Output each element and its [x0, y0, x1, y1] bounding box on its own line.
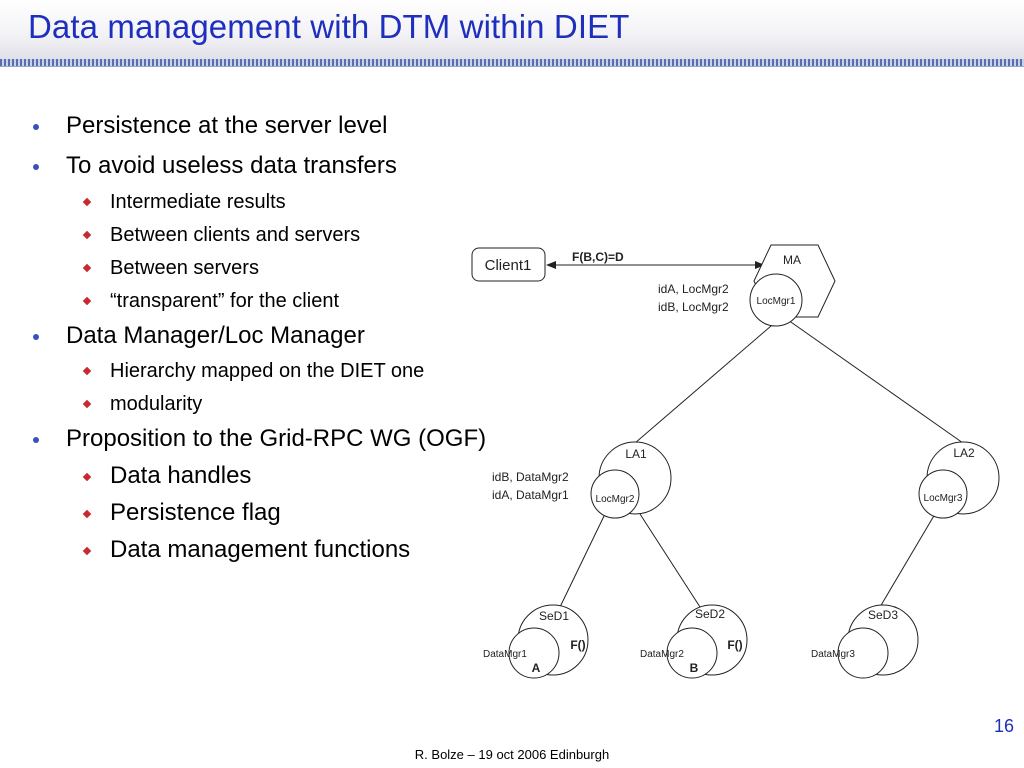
subbullet-between-servers: Between servers: [110, 257, 259, 279]
ma-entry-ida: idA, LocMgr2: [658, 282, 729, 296]
subbullet-clients-servers: Between clients and servers: [110, 224, 361, 246]
subbullet-hierarchy: Hierarchy mapped on the DIET one: [110, 360, 425, 382]
ma-label: MA: [783, 253, 801, 267]
request-label: F(B,C)=D: [572, 250, 624, 264]
locmgr3-label: LocMgr3: [924, 493, 963, 504]
sed1-function: F(): [570, 638, 585, 652]
locmgr1-label: LocMgr1: [757, 296, 796, 307]
bullet-data-manager: Data Manager/Loc Manager: [66, 322, 365, 349]
tree-edges: [559, 319, 964, 608]
sed2-label: SeD2: [695, 607, 725, 621]
subbullet-persistence-flag: Persistence flag: [110, 499, 281, 526]
subbullet-modularity: modularity: [110, 393, 203, 415]
bullet-marker-4: [33, 437, 39, 443]
slide-title: Data management with DTM within DIET: [28, 8, 630, 45]
sed1-label: SeD1: [539, 609, 569, 623]
locmgr2-node: [590, 469, 640, 519]
title-underline-edge: [0, 66, 1024, 67]
la1-label: LA1: [625, 447, 647, 461]
sed2-data-b: B: [690, 661, 699, 675]
edge-la1-sed1: [559, 513, 606, 608]
la1-entry-idb: idB, DataMgr2: [492, 470, 569, 484]
title-bar: [0, 0, 1024, 62]
datamgr1-label: DataMgr1: [483, 649, 527, 660]
bullet-persistence: Persistence at the server level: [66, 112, 388, 139]
sed2-function: F(): [727, 638, 742, 652]
edge-ma-la2: [787, 319, 964, 444]
datamgr1-node: [508, 627, 560, 679]
datamgr2-label: DataMgr2: [640, 649, 684, 660]
bullet-gridrpc-proposition: Proposition to the Grid-RPC WG (OGF): [66, 425, 487, 452]
bullet-marker-1: [33, 124, 39, 130]
datamgr3-node: [837, 627, 889, 679]
subbullet-data-management-functions: Data management functions: [110, 536, 411, 563]
bullet-list: Persistence at the server level To avoid…: [0, 0, 600, 600]
title-underline: [0, 59, 1024, 67]
subbullet-transparent: “transparent” for the client: [110, 290, 339, 312]
bullet-marker-2: [33, 164, 39, 170]
client-label: Client1: [485, 257, 532, 274]
page-number: 16: [993, 716, 1014, 736]
subbullet-data-handles: Data handles: [110, 462, 252, 489]
bullet-avoid-transfers: To avoid useless data transfers: [66, 152, 397, 179]
la1-entry-ida: idA, DataMgr1: [492, 488, 569, 502]
slide-footer: R. Bolze – 19 oct 2006 Edinburgh: [414, 747, 610, 762]
locmgr1-node: [749, 273, 803, 327]
edge-la1-sed2: [639, 513, 701, 608]
datamgr2-node: [666, 627, 718, 679]
edge-la2-sed3: [879, 513, 936, 608]
la2-label: LA2: [953, 446, 975, 460]
edge-ma-la1: [634, 319, 779, 444]
subbullet-intermediate-results: Intermediate results: [110, 191, 286, 213]
locmgr3-node: [918, 469, 968, 519]
sed3-label: SeD3: [868, 608, 898, 622]
ma-entry-idb: idB, LocMgr2: [658, 300, 729, 314]
sed1-data-a: A: [532, 661, 541, 675]
client-node: [471, 247, 546, 282]
datamgr3-label: DataMgr3: [811, 649, 855, 660]
bullet-marker-3: [33, 334, 39, 340]
locmgr2-label: LocMgr2: [596, 494, 635, 505]
